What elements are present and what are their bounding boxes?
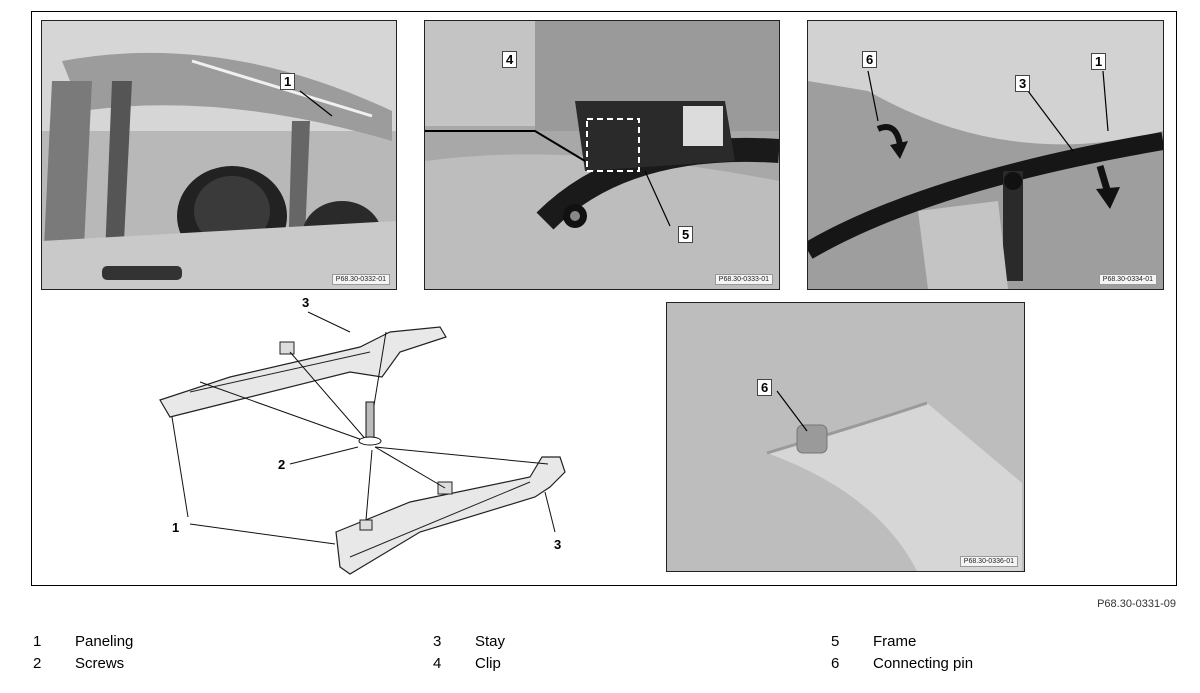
legend-number: 3 — [433, 633, 442, 650]
figure-code: P68.30-0331-09 — [1097, 598, 1176, 610]
photo-code: P68.30-0332-01 — [331, 274, 390, 285]
drawing-callout-paneling: 1 — [172, 520, 180, 535]
callout-paneling: 1 — [1091, 53, 1107, 70]
legend-item: 6 Connecting pin — [831, 653, 973, 675]
photo-code: P68.30-0333-01 — [714, 274, 773, 285]
callout-connecting-pin: 6 — [757, 379, 773, 396]
legend-label: Screws — [75, 655, 125, 672]
legend-item: 5 Frame — [831, 631, 973, 653]
legend-label: Clip — [475, 655, 501, 672]
legend-number: 1 — [33, 633, 42, 650]
legend-item: 4 Clip — [433, 653, 505, 675]
photo-3-removal: 6 3 1 P68.30-0334-01 — [807, 20, 1164, 290]
photo-code: P68.30-0334-01 — [1098, 274, 1157, 285]
legend-number: 2 — [33, 655, 42, 672]
legend-label: Connecting pin — [873, 655, 974, 672]
photo-code: P68.30-0336-01 — [959, 556, 1018, 567]
drawing-callout-screws: 2 — [278, 457, 286, 472]
legend-number: 5 — [831, 633, 840, 650]
legend-label: Frame — [873, 633, 917, 650]
callout-paneling: 1 — [280, 73, 296, 90]
legend-item: 2 Screws — [33, 653, 133, 675]
legend-number: 6 — [831, 655, 840, 672]
photo-1-headliner: 1 P68.30-0332-01 — [41, 20, 397, 290]
legend-item: 1 Paneling — [33, 631, 133, 653]
callout-clip: 4 — [502, 51, 518, 68]
legend-col-1: 1 Paneling 2 Screws — [33, 631, 133, 675]
legend-item: 3 Stay — [433, 631, 505, 653]
callout-frame: 5 — [678, 226, 694, 243]
photo-2-clip-frame: 4 5 P68.30-0333-01 — [424, 20, 780, 290]
legend-col-3: 5 Frame 6 Connecting pin — [831, 631, 973, 675]
legend-label: Paneling — [75, 633, 134, 650]
legend-label: Stay — [475, 633, 506, 650]
photo-4-connecting-pin: 6 P68.30-0336-01 — [666, 302, 1025, 572]
callout-connecting-pin: 6 — [862, 51, 878, 68]
exploded-drawing: 3 2 1 3 — [150, 292, 590, 577]
legend-col-2: 3 Stay 4 Clip — [433, 631, 505, 675]
drawing-callout-stay: 3 — [302, 295, 310, 310]
legend-number: 4 — [433, 655, 442, 672]
callout-stay: 3 — [1015, 75, 1031, 92]
drawing-callout-stay: 3 — [554, 537, 562, 552]
